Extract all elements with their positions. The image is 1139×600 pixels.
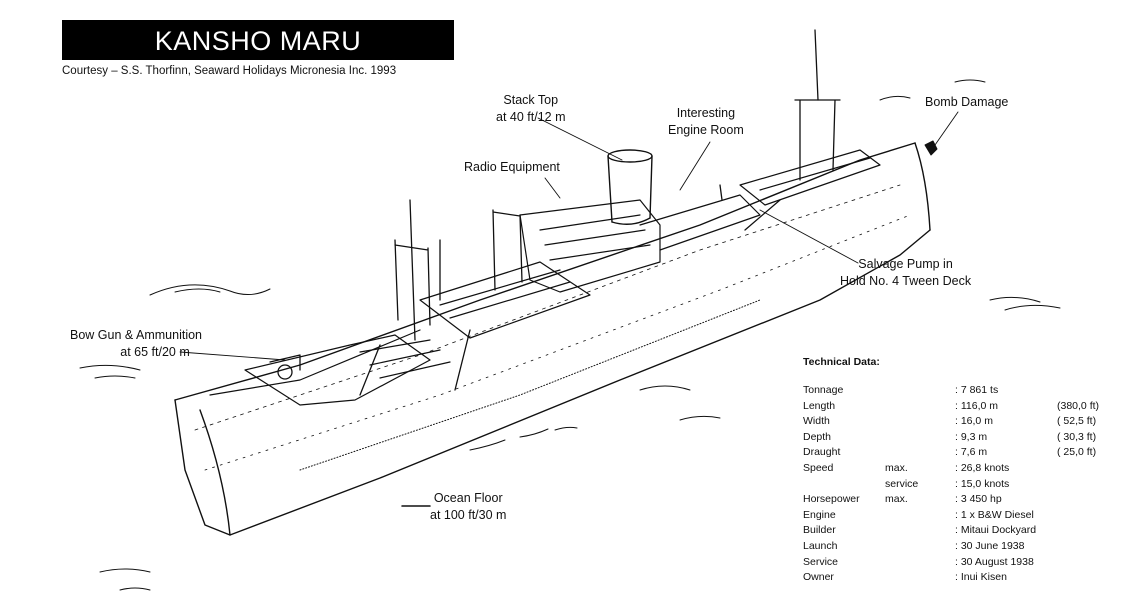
spec-name: Speed: [803, 462, 834, 474]
spec-name: Launch: [803, 540, 838, 552]
superstructure: [519, 199, 661, 293]
spec-name: Depth: [803, 430, 832, 443]
technical-data-row: Speed max. : 26,8 knots: [803, 461, 1113, 476]
label-ocean-floor: Ocean Floor at 100 ft/30 m: [430, 491, 507, 522]
spec-name: Engine: [803, 508, 836, 521]
label-bomb-damage: Bomb Damage: [925, 95, 1009, 109]
spec-qualifier: max.: [885, 493, 908, 506]
spec-qualifier: max.: [885, 462, 908, 474]
spec-imperial: (380,0 ft): [1057, 399, 1100, 412]
spec-name: Service: [803, 555, 839, 568]
leader-lines: [179, 111, 959, 361]
spec-name: Width: [803, 415, 830, 428]
bow-gun: [269, 354, 301, 380]
spec-value: : 7,6 m: [955, 446, 988, 459]
ship-deck: [209, 149, 881, 406]
technical-data-row: Builder : Mitaui Dockyard: [803, 523, 1113, 538]
technical-data-row: Tonnage : 7 861 ts: [803, 383, 1113, 398]
spec-value: : 30 June 1938: [955, 540, 1025, 552]
spec-value: : 15,0 knots: [955, 477, 1010, 490]
technical-data-row: Launch : 30 June 1938: [803, 539, 1113, 554]
spec-imperial: ( 30,3 ft): [1057, 430, 1097, 443]
stack-funnel: [607, 149, 653, 225]
spec-qualifier: service: [885, 477, 919, 490]
spec-imperial: ( 25,0 ft): [1057, 446, 1097, 459]
bomb-damage-mark: [924, 140, 938, 156]
spec-name: Builder: [803, 524, 836, 537]
spec-value: : 3 450 hp: [955, 493, 1002, 506]
credit-line: Courtesy – S.S. Thorfinn, Seaward Holida…: [62, 65, 397, 77]
technical-data-row: Length : 116,0 m (380,0 ft): [803, 399, 1113, 414]
label-bow-gun: Bow Gun & Ammunition at 65 ft/20 m: [70, 328, 203, 359]
technical-data-row: Service : 30 August 1938: [803, 555, 1113, 570]
technical-data-row: Width : 16,0 m ( 52,5 ft): [803, 414, 1113, 429]
spec-value: : 116,0 m: [955, 399, 998, 412]
spec-value: : 16,0 m: [955, 415, 993, 428]
spec-value: : 1 x B&W Diesel: [955, 508, 1034, 521]
technical-data-heading: Technical Data:: [803, 356, 880, 368]
spec-name: Horsepower: [803, 493, 860, 506]
technical-data-row: Engine : 1 x B&W Diesel: [803, 508, 1113, 523]
technical-data-row: Depth : 9,3 m ( 30,3 ft): [803, 430, 1113, 445]
label-stack-top: Stack Top at 40 ft/12 m: [496, 93, 566, 124]
technical-data-row: service : 15,0 knots: [803, 477, 1113, 492]
technical-data-row: Draught : 7,6 m ( 25,0 ft): [803, 445, 1113, 460]
technical-data-row: Horsepower max. : 3 450 hp: [803, 492, 1113, 507]
label-radio-equipment: Radio Equipment: [464, 160, 560, 174]
page-title: KANSHO MARU: [62, 20, 454, 60]
spec-value: : Mitaui Dockyard: [955, 524, 1037, 537]
seabed-lines: [469, 426, 578, 451]
masts: [359, 29, 841, 396]
spec-name: Length: [803, 399, 836, 412]
spec-imperial: ( 52,5 ft): [1057, 415, 1097, 428]
label-engine-room: Interesting Engine Room: [668, 106, 744, 137]
sea-waves: [79, 79, 1061, 591]
technical-data-row: Owner : Inui Kisen: [803, 570, 1113, 585]
spec-value: : 30 August 1938: [955, 555, 1034, 568]
spec-value: : 26,8 knots: [955, 462, 1010, 474]
spec-value: : 7 861 ts: [955, 384, 999, 396]
spec-name: Owner: [803, 571, 834, 584]
spec-name: Draught: [803, 446, 841, 459]
spec-name: Tonnage: [803, 384, 844, 396]
label-salvage-pump: Salvage Pump in Hold No. 4 Tween Deck: [840, 257, 972, 288]
spec-value: : 9,3 m: [955, 430, 988, 443]
spec-value: : Inui Kisen: [955, 571, 1007, 584]
